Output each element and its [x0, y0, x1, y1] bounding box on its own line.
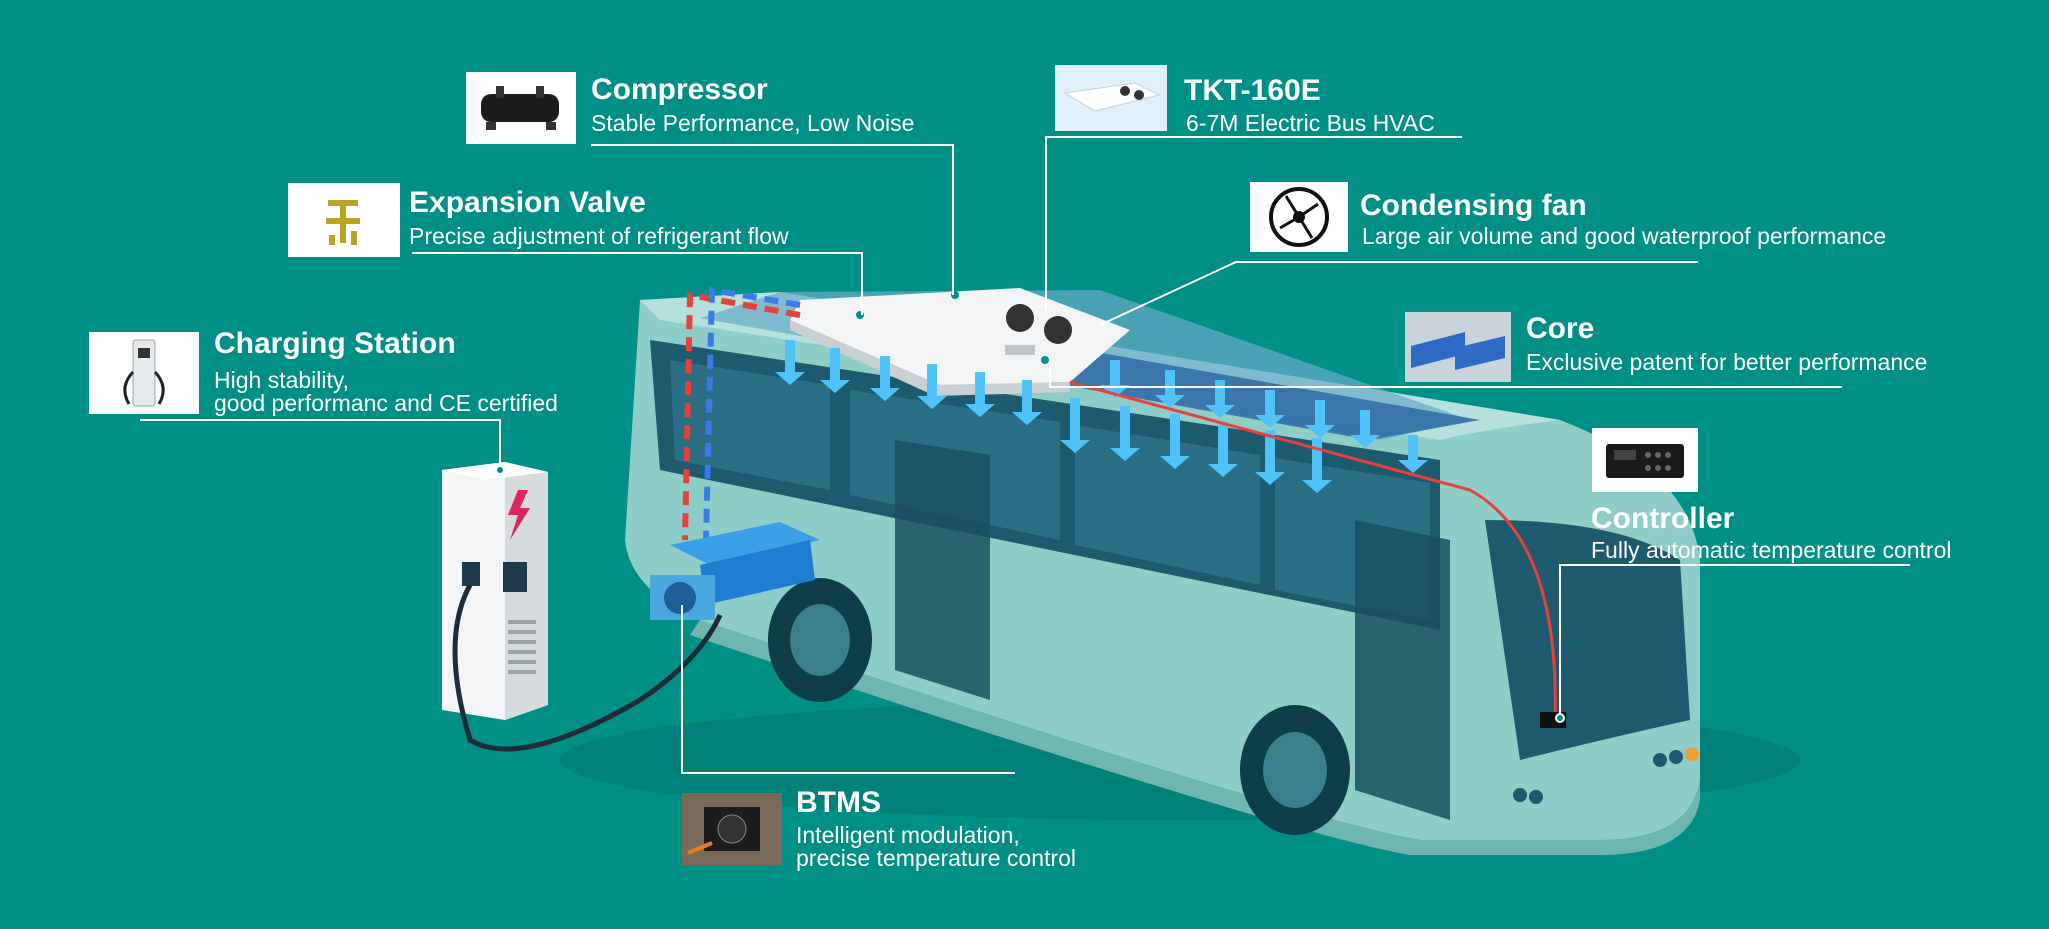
expansion-valve-desc: Precise adjustment of refrigerant flow — [409, 223, 789, 249]
core-thumbnail — [1405, 312, 1511, 382]
compressor-desc: Stable Performance, Low Noise — [591, 110, 915, 136]
charging-station-title: Charging Station — [214, 327, 456, 360]
condensing-fan-desc: Large air volume and good waterproof per… — [1362, 223, 1887, 249]
btms-photo-icon — [682, 793, 782, 865]
controller-desc: Fully automatic temperature control — [1591, 537, 1952, 563]
bus-wheels — [768, 578, 1350, 835]
compressor-photo-icon — [466, 72, 576, 144]
condensing-fan-title: Condensing fan — [1360, 189, 1587, 222]
tkt-160e-desc: 6-7M Electric Bus HVAC — [1186, 110, 1435, 136]
compressor-thumbnail — [466, 72, 576, 144]
expansion-valve-photo-icon — [288, 183, 400, 257]
charging-station-desc-line2: good performanc and CE certified — [214, 390, 558, 416]
charger-photo-icon — [89, 332, 199, 414]
charging-station — [442, 462, 723, 752]
hvac-unit-photo-icon — [1055, 65, 1167, 131]
fan-photo-icon — [1250, 182, 1348, 252]
core-photo-icon — [1405, 312, 1511, 382]
controller-thumbnail — [1592, 428, 1698, 492]
core-title: Core — [1526, 312, 1595, 345]
expansion-valve-title: Expansion Valve — [409, 186, 646, 219]
btms-desc-line1: Intelligent modulation, — [796, 822, 1020, 848]
core-desc: Exclusive patent for better performance — [1526, 349, 1928, 375]
controller-photo-icon — [1592, 428, 1698, 492]
btms-thumbnail — [682, 793, 782, 865]
btms-desc-line2: precise temperature control — [796, 845, 1076, 871]
tkt-160e-title: TKT-160E — [1184, 74, 1321, 107]
charging-station-desc-line1: High stability, — [214, 367, 350, 393]
controller-title: Controller — [1591, 502, 1735, 535]
fan-thumbnail — [1250, 182, 1348, 252]
btms-battery-pack — [650, 522, 820, 620]
airflow-arrows — [775, 340, 1428, 493]
refrigerant-lines — [682, 286, 1557, 721]
callout-lines — [140, 136, 1910, 774]
hvac-unit-thumbnail — [1055, 65, 1167, 131]
expansion-valve-thumbnail — [288, 183, 400, 257]
compressor-title: Compressor — [591, 73, 768, 106]
charger-thumbnail — [89, 332, 199, 414]
btms-title: BTMS — [796, 786, 881, 819]
